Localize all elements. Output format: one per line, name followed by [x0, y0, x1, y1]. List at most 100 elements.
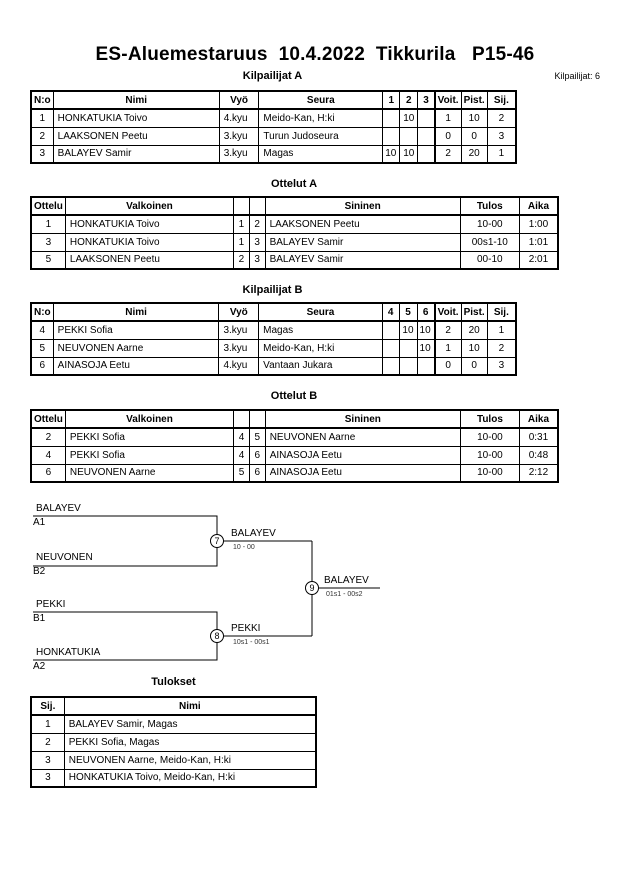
column-header: Vyö	[218, 302, 260, 322]
match-number-7: 7	[210, 534, 224, 548]
column-header: Nimi	[52, 90, 220, 110]
semi2-winner-name: PEKKI	[231, 623, 261, 634]
table-cell: Vantaan Jukara	[258, 356, 383, 376]
table-cell: 3	[30, 750, 65, 770]
table-cell: 2:12	[518, 463, 559, 483]
final-score: 01s1 - 00s2	[326, 591, 363, 598]
column-header: Nimi	[52, 302, 220, 322]
table-cell: 1	[30, 714, 65, 734]
table-cell: 20	[460, 144, 488, 164]
column-header: Aika	[518, 409, 559, 429]
final-winner-name: BALAYEV	[324, 575, 369, 586]
column-header: Pist.	[460, 90, 488, 110]
results-title: Tulokset	[151, 676, 196, 688]
column-header: Nimi	[63, 696, 317, 716]
table-cell: NEUVONEN Aarne	[64, 463, 235, 483]
semi1-bottom-name: NEUVONEN	[36, 552, 93, 563]
table-cell: NEUVONEN Aarne, Meido-Kan, H:ki	[63, 750, 317, 770]
table-cell: 00-10	[459, 250, 520, 270]
table-cell: LAAKSONEN Peetu	[64, 250, 235, 270]
table-cell	[398, 356, 418, 376]
table-cell: 3	[30, 768, 65, 788]
column-header: Tulos	[459, 196, 520, 216]
semi1-winner-name: BALAYEV	[231, 528, 276, 539]
column-header: Ottelu	[30, 409, 66, 429]
pool-a-title: Kilpailijat A	[242, 70, 303, 82]
semi2-top-name: PEKKI	[36, 599, 66, 610]
table-cell: 6	[30, 463, 66, 483]
table-cell: HONKATUKIA Toivo, Meido-Kan, H:ki	[63, 768, 317, 788]
table-cell: 10	[382, 144, 401, 164]
table-cell: PEKKI Sofia, Magas	[63, 732, 317, 752]
column-header: Sininen	[264, 409, 461, 429]
match-number-9: 9	[305, 581, 319, 595]
column-header: Tulos	[459, 409, 520, 429]
table-cell: 3.kyu	[218, 144, 260, 164]
table-cell: BALAYEV Samir	[52, 144, 220, 164]
column-header: 2	[399, 90, 419, 110]
semi1-bottom-slot: B2	[33, 566, 46, 577]
table-cell: 1	[30, 108, 54, 128]
table-cell: 5	[30, 250, 66, 270]
pool-b-title: Kilpailijat B	[242, 284, 303, 296]
page-title: ES-Aluemestaruus 10.4.2022 Tikkurila P15…	[95, 44, 535, 65]
table-cell: AINASOJA Eetu	[52, 356, 220, 376]
column-header: Sininen	[264, 196, 461, 216]
column-header: Aika	[518, 196, 559, 216]
column-header: Seura	[258, 90, 384, 110]
table-cell: 6	[248, 463, 266, 483]
column-header: N:o	[30, 90, 54, 110]
table-cell: 3	[30, 144, 54, 164]
column-header: N:o	[30, 302, 54, 322]
semi2-bottom-name: HONKATUKIA	[36, 647, 101, 658]
matches-b-title: Ottelut B	[270, 390, 318, 402]
semi1-score: 10 - 00	[233, 544, 255, 551]
semi1-top-slot: A1	[33, 517, 46, 528]
table-cell: 0	[460, 356, 488, 376]
table-cell: 10	[399, 144, 419, 164]
column-header: Sij.	[486, 90, 517, 110]
table-cell: Magas	[258, 144, 384, 164]
column-header: 1	[382, 90, 401, 110]
column-header: Sij.	[30, 696, 65, 716]
table-cell: 3	[486, 356, 517, 376]
table-cell: 10	[460, 338, 488, 358]
column-header: Voit.	[433, 302, 462, 322]
semi1-top-name: BALAYEV	[36, 503, 81, 514]
semi2-score: 10s1 - 00s1	[233, 639, 270, 646]
column-header: Valkoinen	[64, 409, 235, 429]
column-header: Pist.	[460, 302, 488, 322]
semi2-top-slot: B1	[33, 613, 46, 624]
column-header: Seura	[258, 302, 383, 322]
table-cell: BALAYEV Samir	[264, 250, 461, 270]
column-header: 5	[398, 302, 418, 322]
matches-a-title: Ottelut A	[270, 178, 318, 190]
table-cell: 3	[248, 250, 266, 270]
table-cell: 10-00	[459, 463, 520, 483]
table-cell: 2	[30, 732, 65, 752]
match-number-8: 8	[210, 629, 224, 643]
table-cell: 2	[486, 108, 517, 128]
table-cell: BALAYEV Samir, Magas	[63, 714, 317, 734]
column-header: Ottelu	[30, 196, 66, 216]
table-cell: 2	[433, 144, 462, 164]
